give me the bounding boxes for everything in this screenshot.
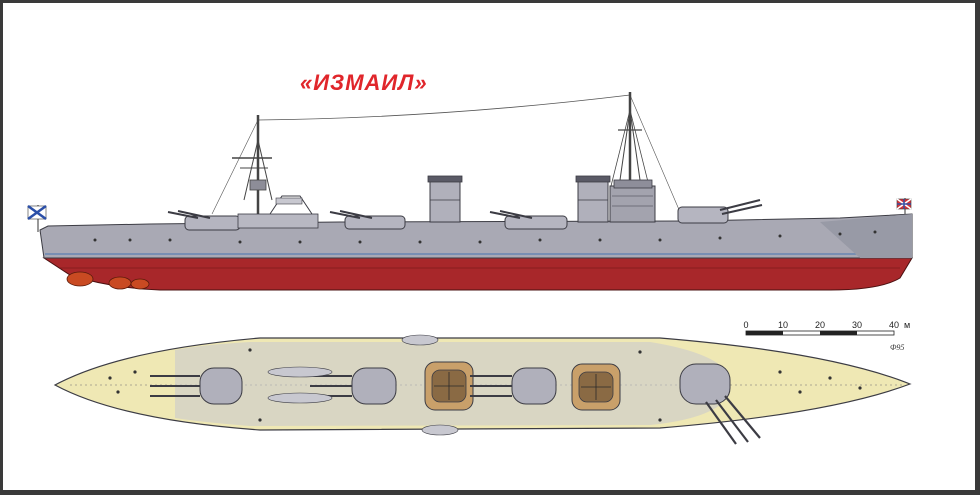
fore-mast (232, 115, 273, 225)
portholes (93, 230, 877, 244)
funnel-aft (427, 175, 463, 223)
turret-2 (329, 210, 406, 230)
aft-deckhouse (237, 195, 319, 229)
stay-wire (629, 94, 681, 213)
plan-turret-3 (470, 367, 557, 405)
plan-boats (267, 334, 459, 436)
top-plan (53, 334, 912, 445)
scale-tick-30: 30 (852, 320, 862, 330)
plan-turret-1 (150, 367, 243, 405)
side-profile (27, 92, 913, 291)
scale-tick-20: 20 (815, 320, 825, 330)
ship-name-title: «ИЗМАИЛ» (300, 70, 428, 95)
stay-wire (211, 119, 259, 215)
bridge-structure (609, 179, 656, 223)
st-andrew-flag-icon (27, 204, 47, 232)
funnel-fore (575, 175, 611, 223)
propellers (66, 271, 150, 290)
deck-fittings (108, 348, 862, 422)
antenna-wire (257, 94, 631, 121)
scale-unit: м (904, 320, 910, 330)
scale-bar: 0 10 20 30 40 м Ф95 (743, 320, 910, 352)
scale-tick-10: 10 (778, 320, 788, 330)
turret-3 (489, 210, 568, 230)
scale-tick-40: 40 (889, 320, 899, 330)
plan-funnel-aft (424, 361, 474, 411)
scale-tick-0: 0 (743, 320, 748, 330)
hull-underwater (42, 257, 913, 291)
plan-turret-fore (679, 363, 761, 445)
plan-funnel-fore (571, 363, 621, 411)
turret-aft (167, 210, 241, 231)
artist-mark: Ф95 (890, 343, 904, 352)
turret-fore (677, 199, 763, 224)
